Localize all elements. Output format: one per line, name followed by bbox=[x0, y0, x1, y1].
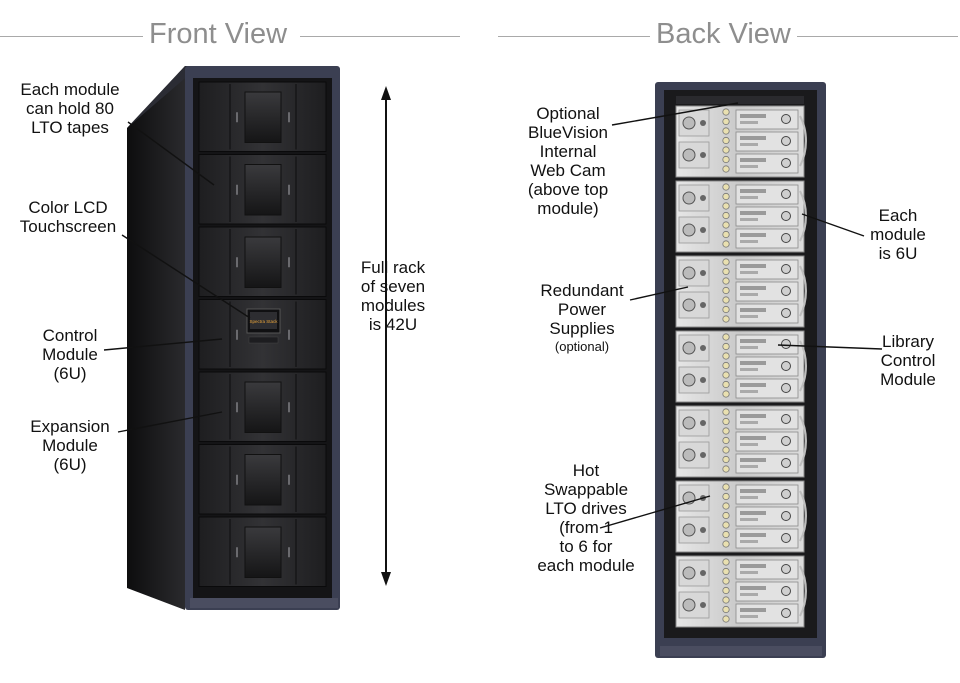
back-module bbox=[675, 330, 807, 403]
module-capacity-label: Each module can hold 80 LTO tapes bbox=[20, 80, 120, 137]
front-rack-side-panel bbox=[127, 66, 185, 610]
module-size-label: Each module is 6U bbox=[870, 206, 926, 263]
back-rack bbox=[655, 82, 826, 658]
back-module bbox=[675, 555, 807, 628]
front-rack-top bbox=[127, 66, 340, 128]
front-module bbox=[198, 226, 327, 297]
back-module bbox=[675, 180, 807, 253]
webcam-label: Optional BlueVision Internal Web Cam (ab… bbox=[527, 104, 609, 218]
front-title-rule-right bbox=[300, 36, 460, 37]
lcd-touchscreen-label: Color LCD Touchscreen bbox=[19, 198, 117, 236]
front-module bbox=[198, 516, 327, 587]
front-title-rule-left bbox=[0, 36, 143, 37]
power-supplies-note: (optional) bbox=[554, 339, 610, 354]
webcam-area bbox=[676, 96, 804, 104]
front-module bbox=[198, 371, 327, 442]
back-module bbox=[675, 405, 807, 478]
power-supplies-label: Redundant Power Supplies bbox=[540, 281, 624, 338]
expansion-module-label: Expansion Module (6U) bbox=[30, 417, 110, 474]
lcd-logo: Spectra Stack bbox=[249, 319, 278, 324]
front-rack: Spectra Stack bbox=[127, 66, 340, 610]
full-rack-label: Full rack of seven modules is 42U bbox=[360, 258, 426, 334]
back-title-rule-right bbox=[797, 36, 958, 37]
back-leader-lines bbox=[599, 102, 883, 529]
front-leader-lines bbox=[103, 121, 251, 433]
hot-swappable-drives-label: Hot Swappable LTO drives (from 1 to 6 fo… bbox=[537, 461, 635, 575]
front-view-title: Front View bbox=[149, 18, 288, 50]
full-rack-height-arrow bbox=[381, 86, 391, 586]
control-module-label: Control Module (6U) bbox=[42, 326, 98, 383]
back-module bbox=[675, 105, 807, 178]
front-module bbox=[198, 444, 327, 515]
back-module bbox=[675, 480, 807, 553]
back-module bbox=[675, 255, 807, 328]
back-view-title: Back View bbox=[656, 18, 791, 50]
library-control-module-label: Library Control Module bbox=[880, 332, 936, 389]
front-module bbox=[198, 154, 327, 225]
front-module bbox=[198, 81, 327, 152]
back-title-rule-left bbox=[498, 36, 650, 37]
